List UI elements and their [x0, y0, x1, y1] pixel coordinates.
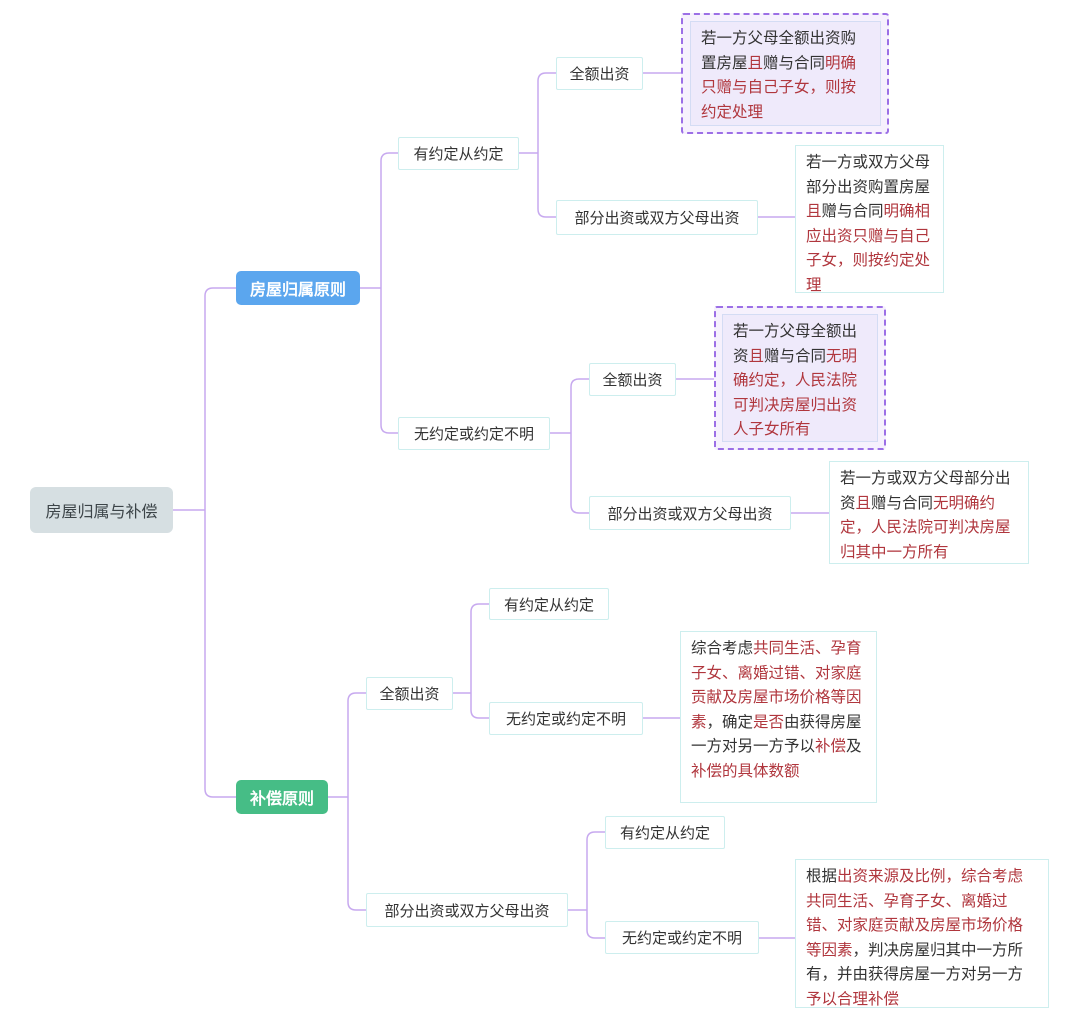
highlighted-text: 且 [855, 493, 872, 512]
topic-agreed[interactable]: 有约定从约定 [398, 137, 519, 170]
highlighted-text: 且 [747, 53, 764, 72]
topic-partial-funding[interactable]: 部分出资或双方父母出资 [556, 200, 758, 235]
highlighted-text: 明确只赠与自己子女，则按约定处理 [701, 53, 857, 121]
highlighted-text: 且 [806, 202, 822, 220]
note-4[interactable]: 若一方或双方父母部分出资且赠与合同无明确约定，人民法院可判决房屋归其中一方所有 [829, 461, 1029, 564]
note-text: 及 [846, 737, 862, 755]
topic-unclear[interactable]: 无约定或约定不明 [398, 417, 550, 450]
highlighted-text: 共同生活、孕育子女、离婚过错、对家庭贡献及房屋市场价格等因素 [691, 639, 862, 731]
note-text: 赠与合同 [821, 202, 884, 220]
note-3[interactable]: 若一方父母全额出资且赠与合同无明确约定，人民法院可判决房屋归出资人子女所有 [722, 314, 878, 442]
highlighted-text: 无明确约定，人民法院可判决房屋归其中一方所有 [840, 493, 1011, 561]
selected-note-frame[interactable]: 若一方父母全额出资购置房屋且赠与合同明确只赠与自己子女，则按约定处理 [681, 13, 889, 134]
topic-full-funding[interactable]: 全额出资 [556, 57, 643, 90]
note-6[interactable]: 根据出资来源及比例，综合考虑共同生活、孕育子女、离婚过错、对家庭贡献及房屋市场价… [795, 859, 1049, 1008]
topic-ownership-principle[interactable]: 房屋归属原则 [236, 271, 360, 305]
topic-agreed[interactable]: 有约定从约定 [489, 588, 609, 620]
highlighted-text: 明确相应出资只赠与自己子女，则按约定处理 [806, 202, 931, 294]
topic-compensation-principle[interactable]: 补偿原则 [236, 780, 328, 814]
note-text: 赠与合同 [763, 53, 826, 72]
highlighted-text: 出资来源及比例，综合考虑共同生活、孕育子女、离婚过错、对家庭贡献及房屋市场价格等… [806, 867, 1024, 959]
topic-partial-funding[interactable]: 部分出资或双方父母出资 [366, 893, 568, 927]
highlighted-text: 是否 [753, 712, 785, 731]
topic-full-funding[interactable]: 全额出资 [366, 677, 453, 710]
highlighted-text: 补偿的具体数额 [691, 761, 800, 780]
topic-agreed[interactable]: 有约定从约定 [605, 816, 725, 849]
highlighted-text: 予以合理补偿 [806, 989, 900, 1008]
note-1[interactable]: 若一方父母全额出资购置房屋且赠与合同明确只赠与自己子女，则按约定处理 [690, 21, 881, 126]
topic-partial-funding[interactable]: 部分出资或双方父母出资 [589, 496, 791, 530]
root-topic[interactable]: 房屋归属与补偿 [30, 487, 173, 533]
note-text: 若一方父母全额出资 [733, 322, 858, 365]
topic-unclear[interactable]: 无约定或约定不明 [605, 921, 759, 954]
note-2[interactable]: 若一方或双方父母部分出资购置房屋且赠与合同明确相应出资只赠与自己子女，则按约定处… [795, 145, 944, 294]
highlighted-text: 无明确约定，人民法院可判决房屋归出资人子女所有 [733, 346, 858, 439]
note-text: 赠与合同 [871, 493, 934, 512]
note-text: 根据 [806, 867, 838, 885]
selected-note-frame[interactable]: 若一方父母全额出资且赠与合同无明确约定，人民法院可判决房屋归出资人子女所有 [714, 306, 886, 450]
note-5[interactable]: 综合考虑共同生活、孕育子女、离婚过错、对家庭贡献及房屋市场价格等因素，确定是否由… [680, 631, 877, 803]
note-text: 赠与合同 [764, 346, 827, 365]
note-text: 由获得房屋一方对另一方予以 [691, 712, 862, 756]
note-text: 若一方父母全额出资购置房屋 [701, 29, 857, 72]
highlighted-text: 且 [748, 346, 765, 365]
note-text: 综合考虑 [691, 639, 754, 657]
highlighted-text: 补偿 [815, 737, 847, 755]
note-text: ，确定 [706, 712, 754, 731]
note-text: 若一方或双方父母部分出资购置房屋 [806, 153, 931, 196]
note-text: 若一方或双方父母部分出资 [840, 469, 1011, 512]
topic-unclear[interactable]: 无约定或约定不明 [489, 702, 643, 735]
topic-full-funding[interactable]: 全额出资 [589, 363, 676, 396]
note-text: ，判决房屋归其中一方所有，并由获得房屋一方对另一方 [806, 940, 1024, 984]
